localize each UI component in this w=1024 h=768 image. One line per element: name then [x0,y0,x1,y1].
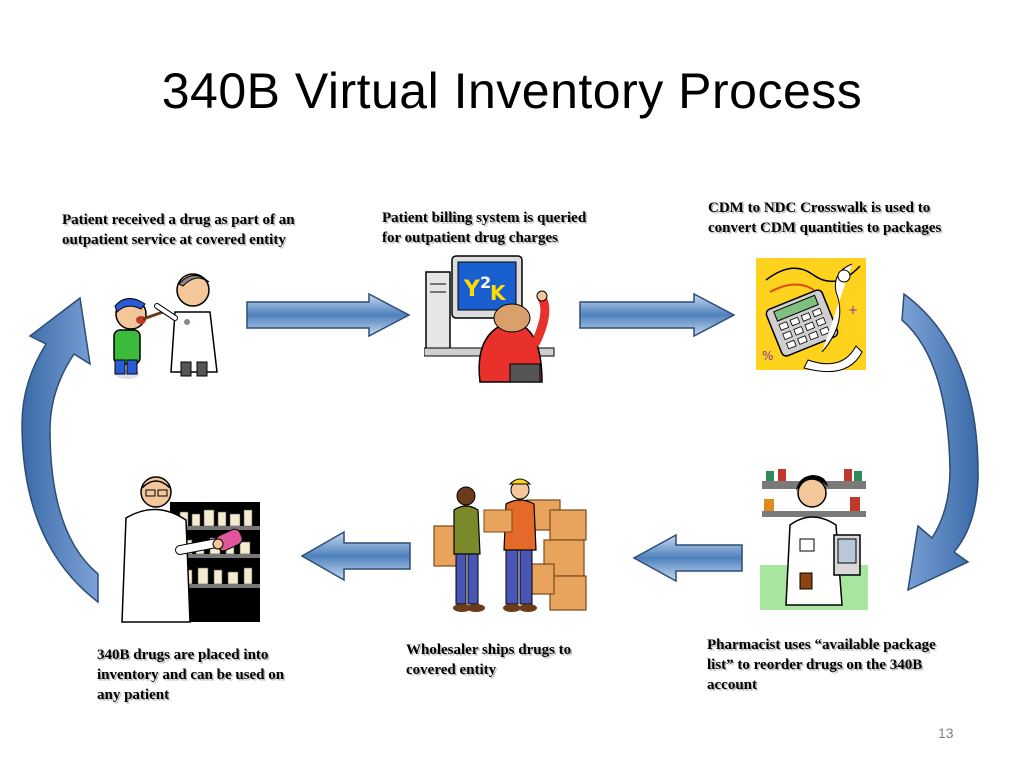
doctor-patient-icon [105,262,240,382]
step-1-text: Patient received a drug as part of an ou… [62,212,295,248]
warehouse-workers-boxes-icon [432,470,592,615]
arrow-left-2 [300,530,412,582]
curved-arrow-left [18,294,102,606]
arrow-right-1 [245,292,413,338]
slide-title: 340B Virtual Inventory Process [161,63,863,119]
svg-text:K: K [490,281,507,305]
svg-text:%: % [762,349,773,363]
svg-text:+: + [848,303,858,317]
curved-arrow-right [898,290,984,606]
step-6-text: 340B drugs are placed into inventory and… [97,647,285,703]
pharmacist-shelves-icon [118,470,263,625]
page-number: 13 [938,725,954,741]
step-5-text: Wholesaler ships drugs to covered entity [406,642,572,678]
step-2-text: Patient billing system is queried for ou… [382,210,587,246]
svg-text:2: 2 [480,273,491,292]
step-3-text: CDM to NDC Crosswalk is used to convert … [708,200,942,236]
step-4-text: Pharmacist uses “available package list”… [707,637,936,693]
svg-text:Y: Y [463,277,481,302]
calculator-receipt-icon: % + [752,252,870,377]
arrow-right-2 [578,292,738,338]
arrow-left-1 [632,533,744,583]
computer-user-y2k-icon: Y 2 K [424,252,559,384]
pharmacist-computer-icon [760,465,868,610]
